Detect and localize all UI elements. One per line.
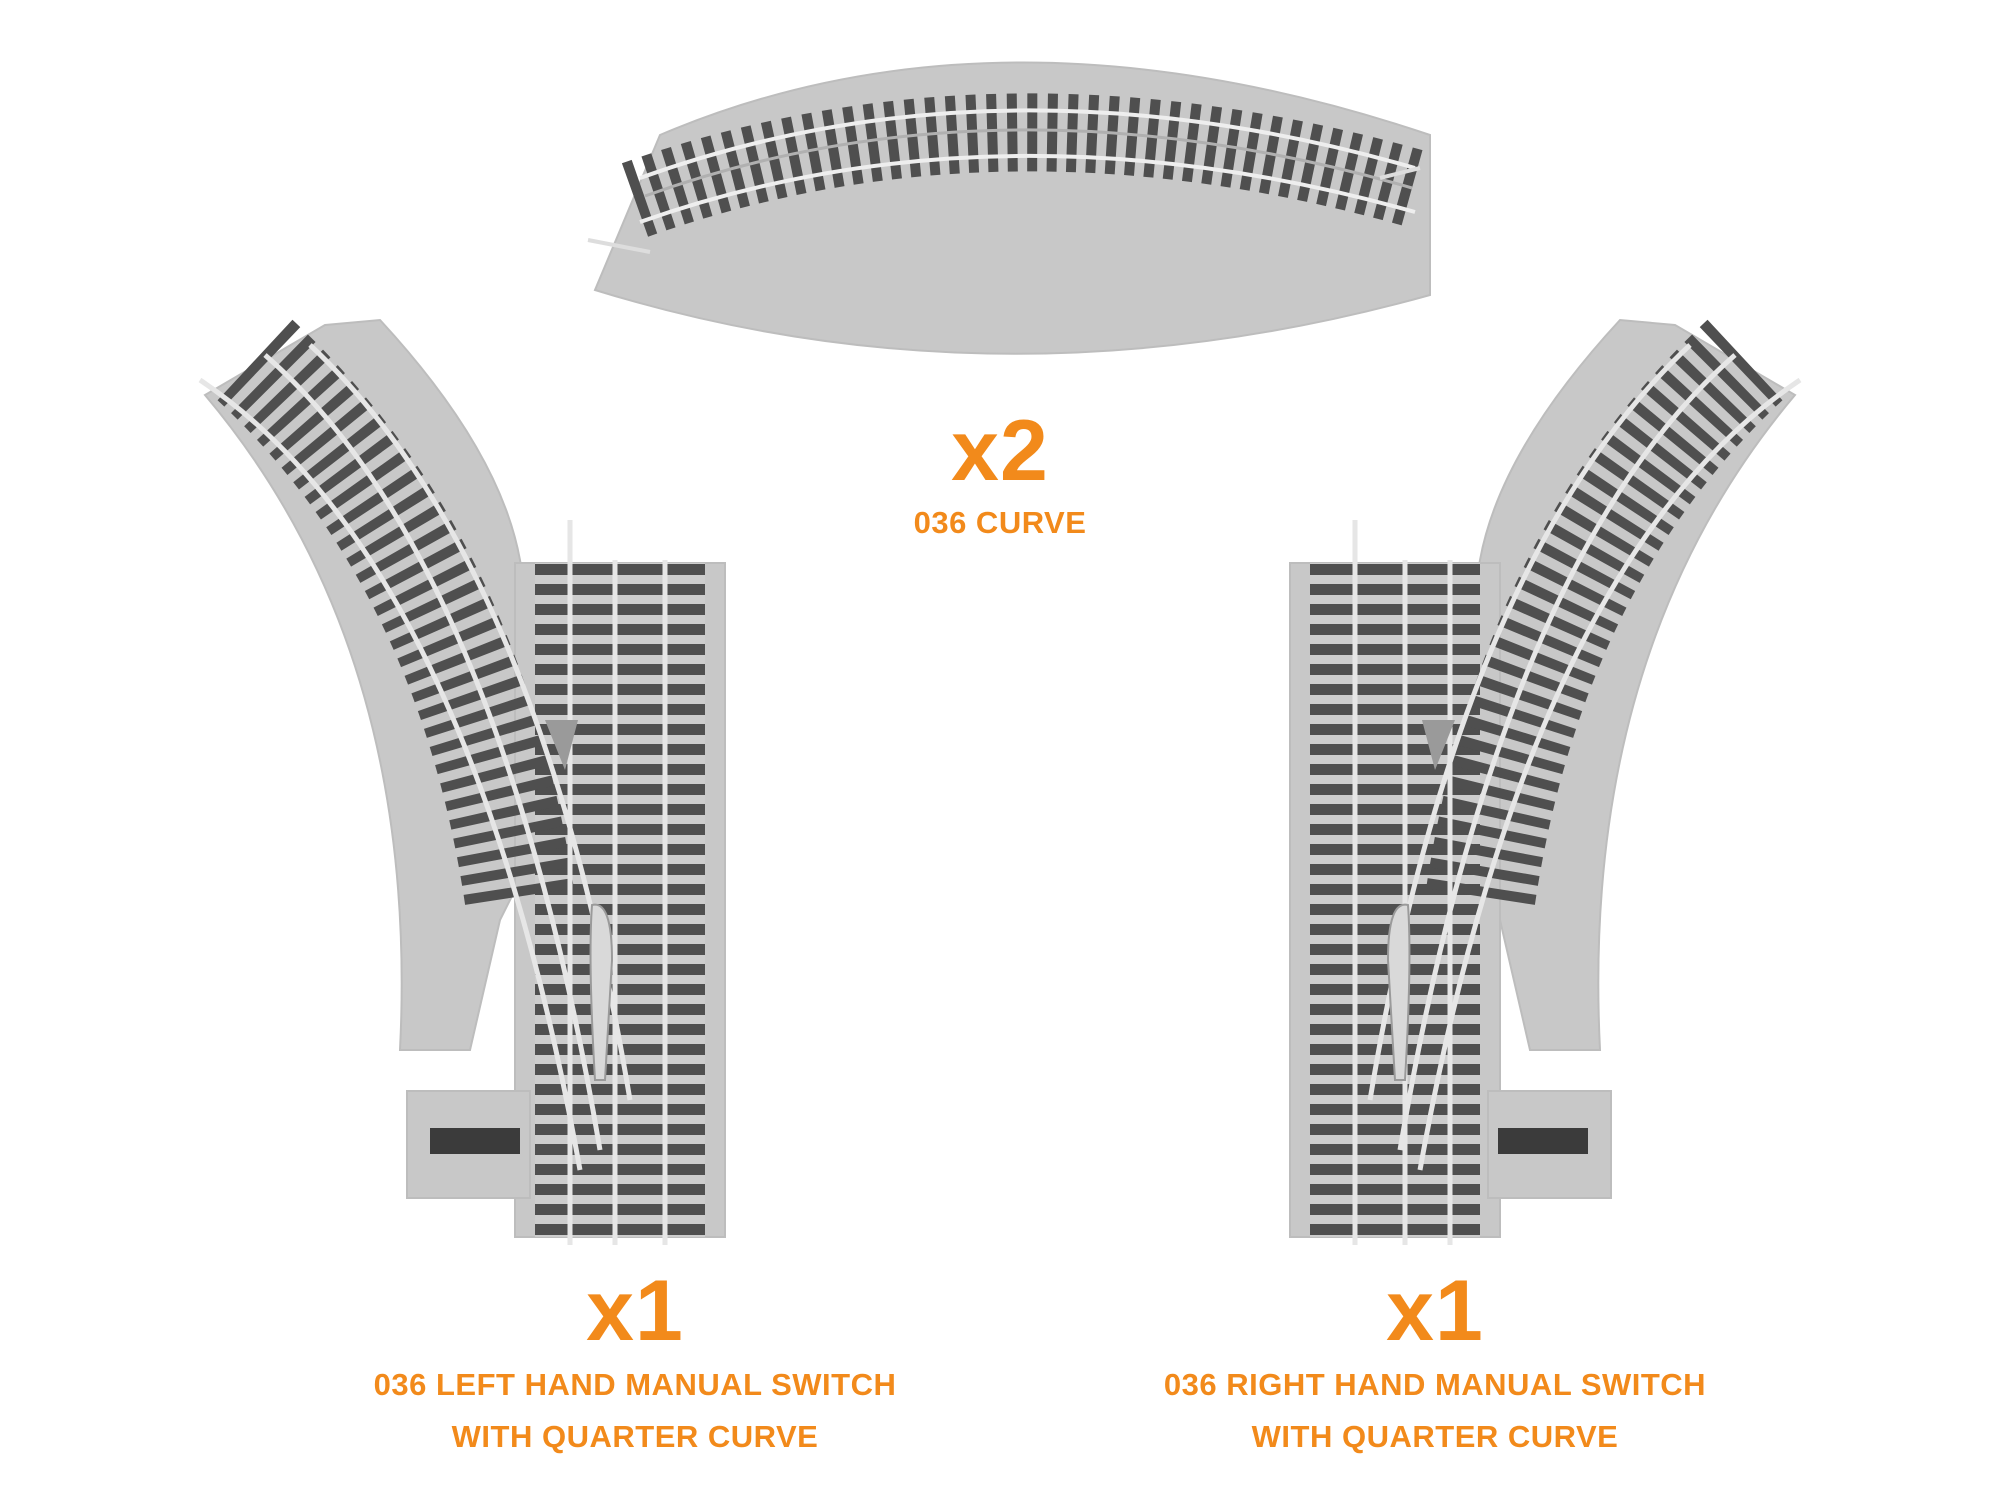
- right-switch-frog: [1422, 720, 1455, 770]
- left-switch-name-line-1: 036 LEFT HAND MANUAL SWITCH: [373, 1367, 897, 1402]
- right-switch-track: [1289, 318, 1802, 1245]
- left-switch-track: [198, 318, 726, 1245]
- curve-caption: x2 036 CURVE: [800, 408, 1200, 544]
- left-switch-frog: [545, 720, 578, 770]
- left-switch-throw-lever: [589, 903, 614, 1081]
- right-switch-name-line-1: 036 RIGHT HAND MANUAL SWITCH: [1163, 1367, 1707, 1402]
- curve-name: 036 CURVE: [913, 505, 1087, 540]
- curve-roadbed: [593, 61, 1431, 355]
- right-switch-name-line-2: WITH QUARTER CURVE: [1251, 1419, 1619, 1454]
- right-switch-quantity: x1: [1386, 1263, 1484, 1359]
- right-switch-throw-lever: [1386, 903, 1411, 1081]
- left-switch-name-line-2: WITH QUARTER CURVE: [451, 1419, 819, 1454]
- curve-tie-band: [621, 93, 1431, 237]
- left-switch-caption: x1 036 LEFT HAND MANUAL SWITCH WITH QUAR…: [315, 1268, 955, 1458]
- left-switch-quantity: x1: [586, 1263, 684, 1359]
- left-switch-curve-roadbed: [203, 318, 562, 1051]
- curve-track: [587, 61, 1431, 355]
- right-switch-caption: x1 036 RIGHT HAND MANUAL SWITCH WITH QUA…: [1115, 1268, 1755, 1458]
- curve-quantity: x2: [951, 403, 1049, 499]
- right-switch-curve-roadbed: [1438, 318, 1797, 1051]
